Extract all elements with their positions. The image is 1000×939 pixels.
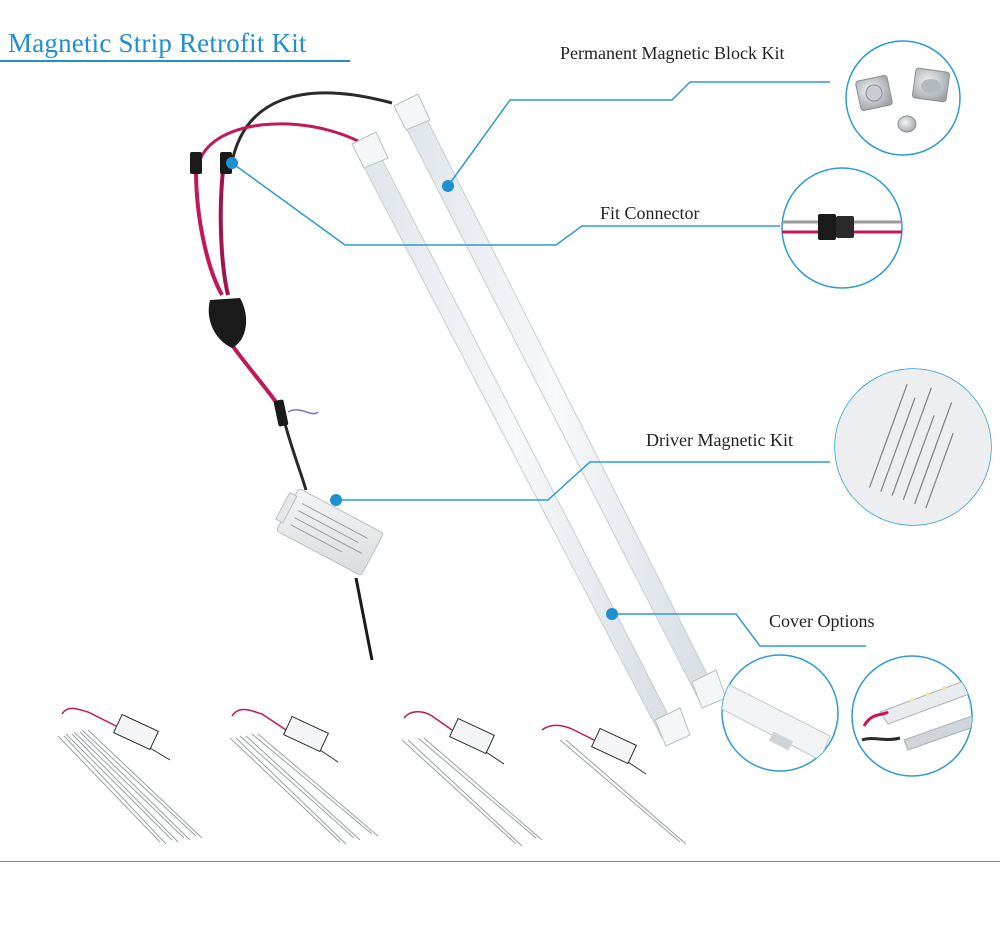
cover-option-1-detail — [721, 654, 839, 772]
connector-detail — [781, 167, 903, 289]
variant-2-tube — [401, 711, 543, 847]
variant-1-tube — [541, 724, 687, 845]
main-wiring — [194, 91, 393, 661]
connector-label: Fit Connector — [600, 203, 700, 223]
page-title: Magnetic Strip Retrofit Kit — [8, 28, 307, 58]
title-underline — [0, 60, 350, 62]
cover-label: Cover Options — [769, 611, 875, 631]
variant-4-tube — [57, 707, 203, 845]
led-tubes — [351, 93, 727, 747]
driver-detail — [834, 368, 992, 526]
driver-box — [275, 488, 384, 576]
leader-lines — [231, 81, 866, 647]
block-kit-detail — [845, 40, 961, 156]
leader-dots — [226, 157, 618, 620]
variant-3-tube — [229, 708, 379, 845]
driver-label: Driver Magnetic Kit — [646, 430, 793, 450]
bottom-divider — [0, 861, 1000, 862]
block-kit-label: Permanent Magnetic Block Kit — [560, 43, 785, 63]
cover-option-2-detail — [851, 655, 973, 777]
